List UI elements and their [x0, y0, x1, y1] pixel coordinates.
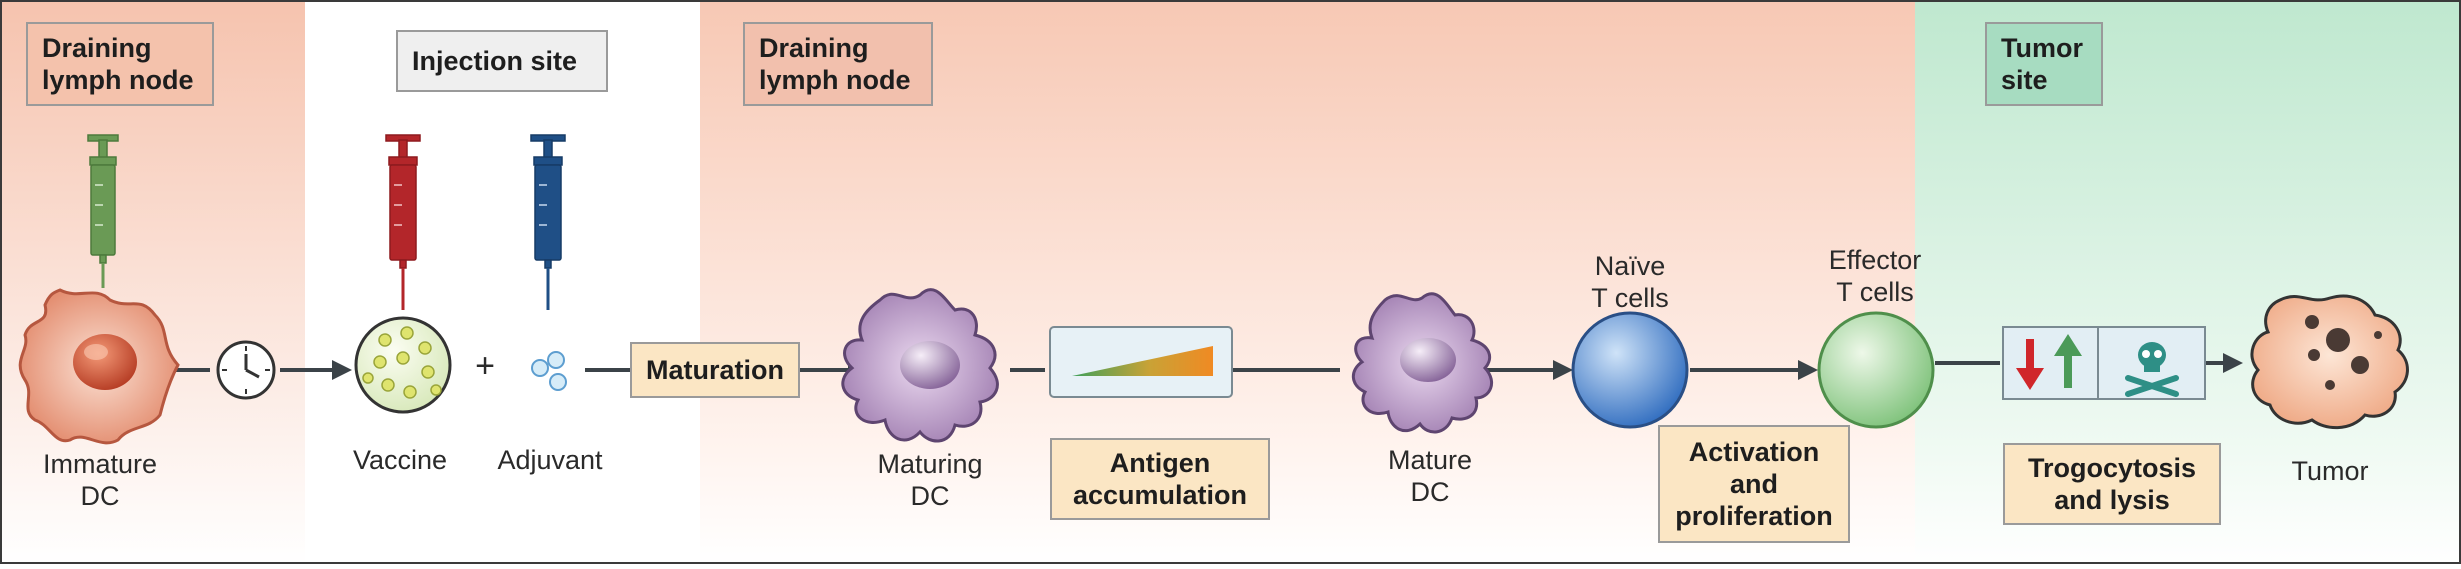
immature-dc-icon — [18, 288, 180, 445]
arrow-up-green-icon — [2054, 334, 2082, 388]
antigen-gauge-icon — [1049, 326, 1233, 398]
label-vaccine: Vaccine — [352, 445, 448, 475]
naive-t-cell-icon — [1571, 311, 1689, 429]
maturing-dc-icon — [841, 288, 999, 443]
label-plus: + — [475, 347, 495, 385]
syringe-green-icon — [87, 134, 119, 288]
tumor-cell-icon — [2250, 294, 2409, 430]
adjuvant-icon — [531, 351, 567, 391]
skull-crossbones-icon — [2125, 342, 2179, 397]
syringe-red-icon — [385, 134, 421, 310]
vaccine-particle-icon — [354, 316, 452, 414]
step-maturation: Maturation — [630, 342, 800, 398]
label-adjuvant: Adjuvant — [497, 445, 603, 475]
region-bg-injection-site — [305, 0, 700, 564]
syringe-blue-icon — [530, 134, 566, 310]
region-label-injection-site: Injection site — [396, 30, 608, 92]
mature-dc-icon — [1351, 292, 1494, 434]
label-tumor: Tumor — [2291, 456, 2369, 486]
effector-t-cell-icon — [1817, 311, 1935, 429]
arrow-down-red-icon — [2016, 339, 2044, 390]
clock-icon — [216, 340, 276, 400]
